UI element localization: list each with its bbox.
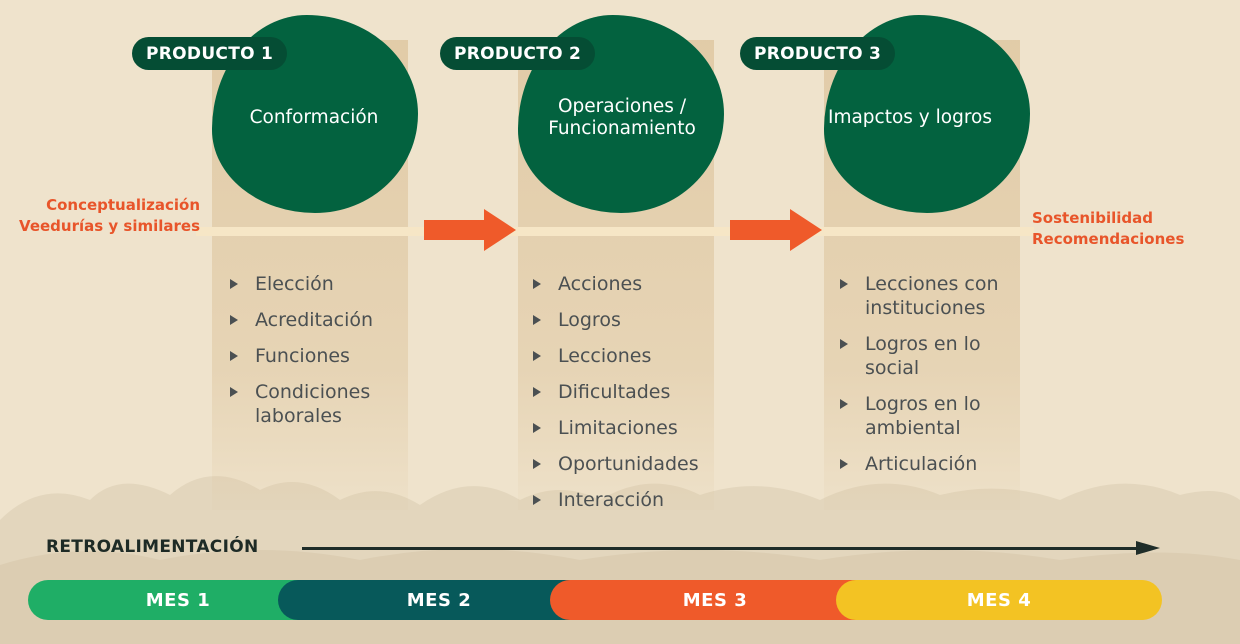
bullet-triangle-icon [533, 423, 541, 433]
product-3-tag: PRODUCTO 3 [740, 37, 896, 70]
list-item: Funciones [228, 344, 413, 368]
month-4: MES 4 [836, 580, 1162, 620]
bullet-triangle-icon [230, 315, 238, 325]
product-2-tag: PRODUCTO 2 [440, 37, 596, 70]
bullet-triangle-icon [840, 279, 848, 289]
list-item: Interacción [531, 488, 716, 512]
arrow-right-icon [730, 209, 822, 251]
bullet-triangle-icon [533, 351, 541, 361]
arrow-right-icon [424, 209, 516, 251]
bullet-triangle-icon [533, 315, 541, 325]
bullet-triangle-icon [533, 495, 541, 505]
product-3-title: Imapctos y logros [827, 107, 992, 128]
bullet-triangle-icon [533, 279, 541, 289]
list-item: Limitaciones [531, 416, 716, 440]
bullet-triangle-icon [230, 387, 238, 397]
product-2-items: Acciones Logros Lecciones Dificultades L… [531, 272, 716, 524]
list-item: Oportunidades [531, 452, 716, 476]
month-3: MES 3 [550, 580, 880, 620]
product-1-items: Elección Acreditación Funciones Condicio… [228, 272, 413, 440]
bullet-triangle-icon [533, 387, 541, 397]
bullet-triangle-icon [230, 279, 238, 289]
list-item: Logros en lo social [838, 332, 1015, 380]
bullet-triangle-icon [230, 351, 238, 361]
feedback-label: RETROALIMENTACIÓN [46, 537, 259, 557]
product-3-items: Lecciones con instituciones Logros en lo… [838, 272, 1023, 488]
month-2: MES 2 [278, 580, 600, 620]
product-1-title: Conformación [249, 107, 379, 128]
list-item: Elección [228, 272, 413, 296]
list-item: Dificultades [531, 380, 716, 404]
list-item: Lecciones [531, 344, 716, 368]
bullet-triangle-icon [840, 399, 848, 409]
right-label: Sostenibilidad Recomendaciones [1032, 209, 1185, 248]
bullet-triangle-icon [533, 459, 541, 469]
list-item: Acciones [531, 272, 716, 296]
process-band [196, 227, 1034, 236]
list-item: Condiciones laborales [228, 380, 405, 428]
left-label: Conceptualización Veedurías y similares [19, 196, 200, 235]
list-item: Acreditación [228, 308, 413, 332]
product-1-tag: PRODUCTO 1 [132, 37, 288, 70]
list-item: Logros en lo ambiental [838, 392, 1015, 440]
arrow-head-icon [1136, 541, 1160, 555]
product-2-title: Operaciones / Funcionamiento [548, 96, 696, 139]
list-item: Logros [531, 308, 716, 332]
bullet-triangle-icon [840, 339, 848, 349]
feedback-arrow-line [302, 547, 1138, 550]
list-item: Lecciones con instituciones [838, 272, 1043, 320]
bullet-triangle-icon [840, 459, 848, 469]
list-item: Articulación [838, 452, 1023, 476]
